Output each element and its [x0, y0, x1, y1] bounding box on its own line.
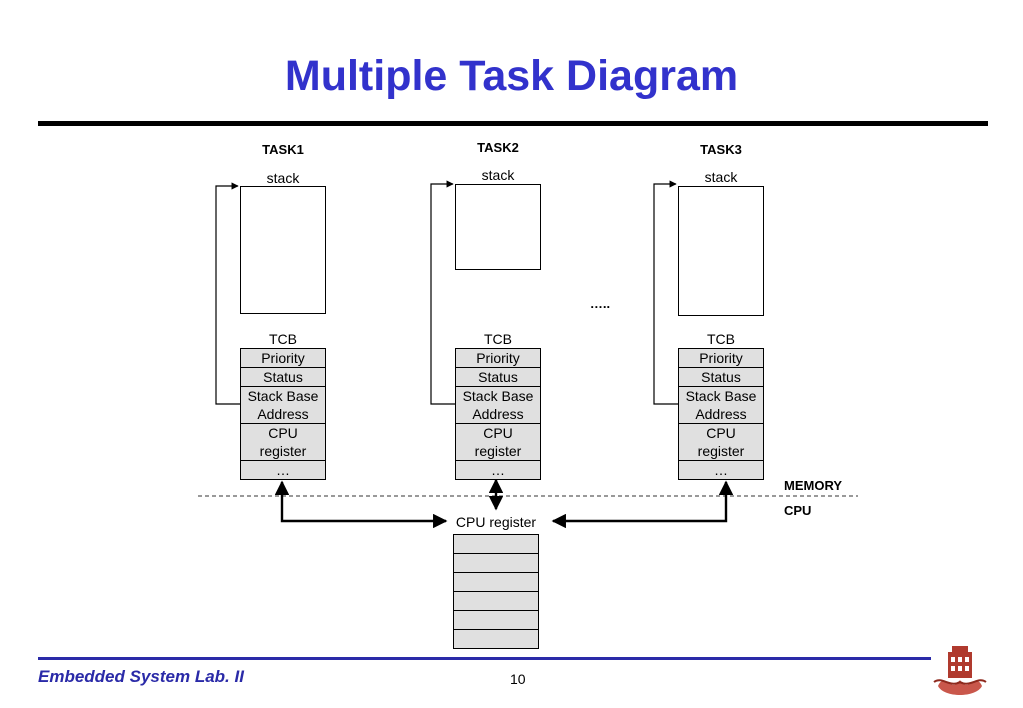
cpu-register-bank [453, 534, 539, 649]
task1-context-arrow [274, 480, 448, 529]
task2-stack-label: stack [481, 167, 515, 183]
tcb-priority: Priority [679, 349, 763, 368]
cpu-register-cell [454, 554, 538, 573]
tcb-more: … [241, 461, 325, 479]
task3-stack-pointer [653, 180, 678, 405]
task1-stack-box [240, 186, 326, 314]
task3-tcb-label: TCB [707, 331, 735, 347]
cpu-register-cell [454, 630, 538, 648]
cpu-register-cell [454, 573, 538, 592]
cpu-register-cell [454, 611, 538, 630]
tcb-status: Status [679, 368, 763, 387]
cpu-register-label: CPU register [455, 514, 537, 530]
task2-name: TASK2 [477, 140, 519, 155]
footer-lab-name: Embedded System Lab. II [38, 667, 244, 686]
task3-name: TASK3 [700, 142, 742, 157]
task2-stack-pointer [430, 180, 455, 405]
task1-name: TASK1 [262, 142, 304, 157]
task1-stack-label: stack [266, 170, 300, 186]
cpu-register-cell [454, 592, 538, 611]
memory-region-label: MEMORY [784, 478, 843, 493]
slide-title: Multiple Task Diagram [284, 52, 739, 100]
tcb-priority: Priority [456, 349, 540, 368]
university-logo-icon [933, 646, 987, 695]
footer-divider [38, 657, 931, 660]
task1-tcb-label: TCB [269, 331, 297, 347]
task3-context-arrow [551, 480, 734, 529]
tcb-more: … [679, 461, 763, 479]
cpu-region-label: CPU [784, 503, 812, 518]
title-divider [38, 121, 988, 126]
page-number: 10 [510, 671, 526, 687]
tcb-status: Status [456, 368, 540, 387]
tcb-priority: Priority [241, 349, 325, 368]
task2-stack-box [455, 184, 541, 270]
task3-stack-box [678, 186, 764, 316]
cpu-register-cell [454, 535, 538, 554]
task1-stack-pointer [215, 182, 240, 405]
tcb-more: … [456, 461, 540, 479]
tcb-status: Status [241, 368, 325, 387]
more-tasks-ellipsis: ….. [589, 296, 611, 311]
task3-stack-label: stack [704, 169, 738, 185]
task2-tcb-label: TCB [484, 331, 512, 347]
